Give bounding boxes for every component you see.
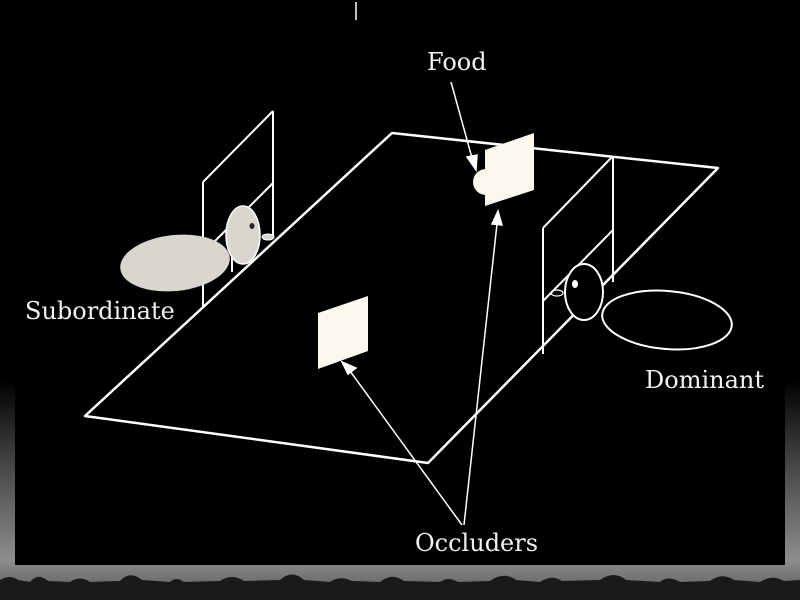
subordinate-animal — [120, 205, 275, 292]
treeline-silhouette — [0, 574, 800, 600]
dominant-eye — [572, 280, 578, 288]
arena-floor — [83, 131, 720, 465]
food-arrow — [450, 81, 473, 159]
occluder-front — [318, 296, 368, 369]
label-subordinate: Subordinate — [25, 297, 175, 325]
dominant-nose — [550, 289, 564, 297]
occluder-back — [485, 133, 534, 206]
label-food: Food — [427, 48, 487, 76]
subordinate-head — [225, 205, 261, 265]
subordinate-nose — [261, 233, 275, 241]
dominant-body — [601, 289, 733, 351]
label-occluders: Occluders — [415, 529, 539, 557]
subordinate-eye — [249, 223, 255, 229]
dominant-head — [564, 263, 604, 321]
occluder-back-arrow — [463, 223, 498, 526]
occluder-front-arrow — [349, 370, 463, 526]
annotation-arrows — [340, 81, 504, 526]
subordinate-body — [120, 234, 230, 292]
dominant-animal — [550, 263, 733, 351]
dominant-cage — [542, 155, 614, 354]
food-item — [473, 169, 486, 195]
label-dominant: Dominant — [645, 366, 764, 394]
